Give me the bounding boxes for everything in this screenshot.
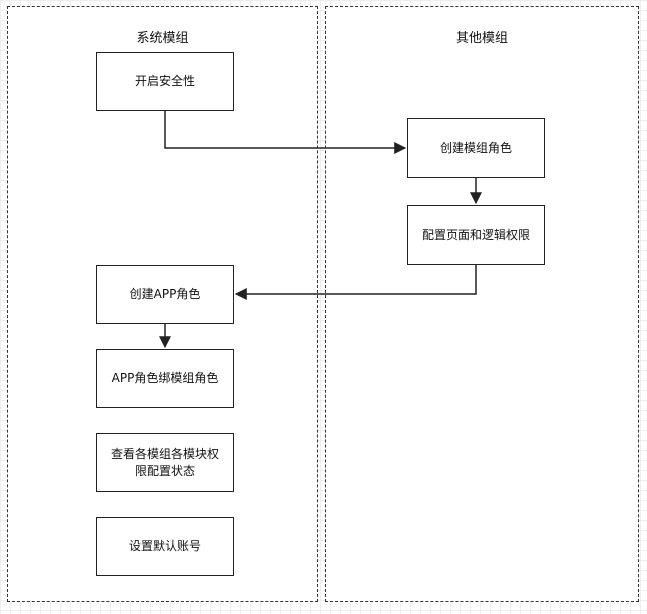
lane-title-system: 系统模组 [136,31,189,46]
lane-other-module: 其他模组 [325,6,639,602]
node-bind-app-role: APP角色绑模组角色 [96,349,234,408]
node-create-module-role: 创建模组角色 [407,118,545,178]
node-create-app-role: 创建APP角色 [96,265,234,324]
node-set-default-account: 设置默认账号 [96,517,234,576]
node-enable-security: 开启安全性 [96,52,234,111]
node-configure-permissions: 配置页面和逻辑权限 [407,205,545,265]
lane-title-other: 其他模组 [455,31,508,46]
node-view-permission-status: 查看各模组各模块权限配置状态 [96,433,234,492]
